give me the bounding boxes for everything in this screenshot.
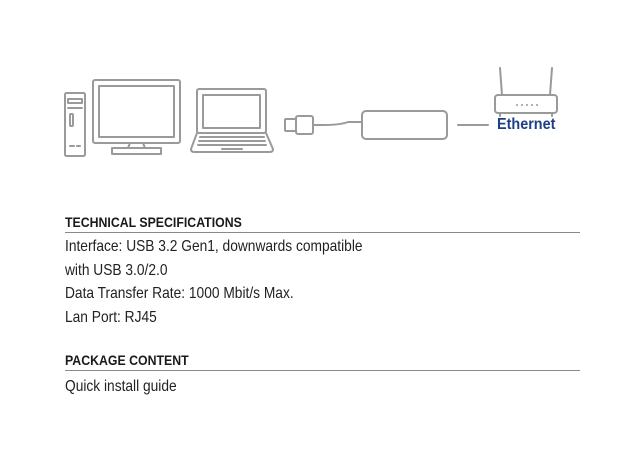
package-list: Quick install guide	[65, 371, 580, 399]
router-icon	[494, 67, 558, 117]
ethernet-label: Ethernet	[497, 116, 556, 133]
monitor-icon	[92, 79, 181, 155]
spec-line: Interface: USB 3.2 Gen1, downwards compa…	[65, 238, 363, 255]
connection-diagram	[64, 67, 558, 157]
package-line: Quick install guide	[65, 378, 177, 395]
spec-list: Interface: USB 3.2 Gen1, downwards compa…	[65, 233, 580, 329]
section-title: PACKAGE CONTENT	[65, 350, 580, 371]
router-led-icons	[516, 104, 538, 106]
spec-line: Data Transfer Rate: 1000 Mbit/s Max.	[65, 285, 294, 302]
technical-specifications-section: TECHNICAL SPECIFICATIONS Interface: USB …	[65, 212, 580, 329]
desktop-tower-icon	[64, 92, 86, 157]
package-content-section: PACKAGE CONTENT Quick install guide	[65, 350, 580, 399]
usb-adapter-icon	[361, 110, 448, 140]
spec-line: Lan Port: RJ45	[65, 308, 157, 326]
usb-plug-icon	[284, 115, 363, 135]
spec-line: with USB 3.0/2.0	[65, 261, 168, 279]
section-title: TECHNICAL SPECIFICATIONS	[65, 212, 580, 233]
laptop-icon	[190, 88, 274, 153]
